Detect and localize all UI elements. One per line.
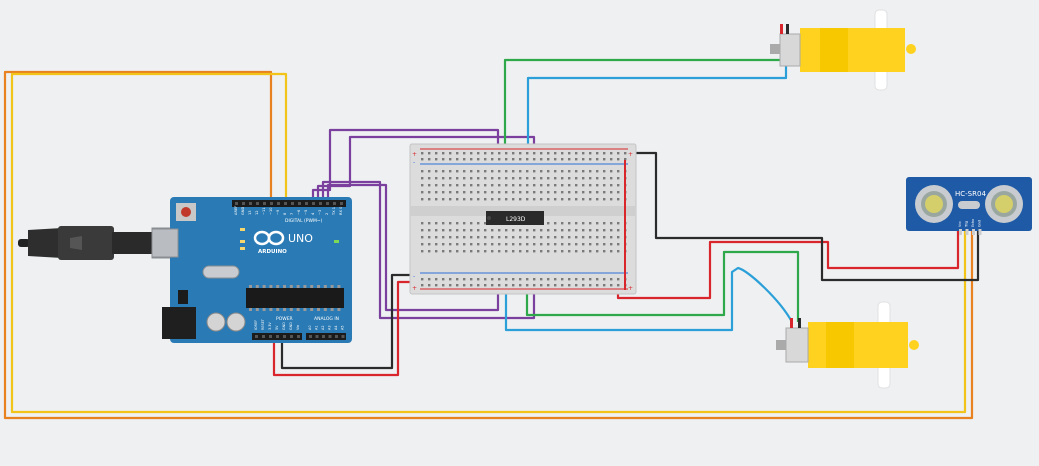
digital-header[interactable] — [232, 200, 346, 207]
power-pin-label: 5V — [275, 325, 279, 330]
transducer-right — [985, 185, 1023, 223]
analog-pin-label: A0 — [308, 326, 312, 330]
power-pin-label: 3.3V — [268, 322, 272, 330]
rail-minus-top: - — [413, 159, 415, 166]
digital-pin-label: ~5 — [304, 210, 308, 215]
digital-pin-label: TX 1 — [332, 207, 336, 216]
wire-yellow-trig[interactable] — [10, 72, 967, 414]
power-label: POWER — [276, 316, 293, 322]
digital-pin-label: 7 — [290, 213, 294, 215]
wire-black-gnd[interactable] — [280, 273, 420, 370]
rail-plus-bottom: + — [412, 285, 417, 292]
wire-blue-motor-top[interactable] — [526, 62, 788, 160]
power-pin-label: Vin — [296, 325, 300, 330]
wires — [3, 48, 980, 420]
digital-pin-label: ~9 — [276, 209, 280, 215]
wire-red-sensor-vcc[interactable] — [616, 230, 960, 300]
rail-plus-top: + — [412, 151, 417, 158]
icsp-header — [178, 290, 188, 304]
digital-pin-label: 8 — [283, 212, 287, 215]
digital-pin-label: RX 0 — [339, 206, 343, 215]
digital-pin-label: ~11 — [262, 207, 266, 215]
digital-pin-label: AREF — [234, 206, 238, 215]
power-jack — [162, 307, 196, 339]
capacitor-2 — [226, 312, 246, 332]
crystal — [202, 265, 240, 279]
arduino-logo — [253, 230, 285, 246]
digital-label: DIGITAL (PWM~) — [285, 218, 323, 224]
analog-pin-label: A2 — [321, 326, 325, 330]
sensor-pin-label: Trig — [965, 221, 969, 228]
power-pin-label: GND — [289, 322, 293, 330]
wire-orange-echo[interactable] — [3, 70, 974, 420]
wire-green-motor-bottom[interactable] — [525, 250, 800, 322]
digital-pin-label: 4 — [311, 212, 315, 215]
digital-pin-label: ~6 — [297, 209, 301, 215]
wire-green-motor-top[interactable] — [503, 48, 784, 160]
sensor-label: HC-SR04 — [955, 190, 986, 198]
power-pin-label: RESET — [261, 318, 265, 330]
usb-jack — [151, 228, 179, 258]
power-pin-label: GND — [282, 322, 286, 330]
wire-purple-1[interactable] — [311, 128, 500, 205]
rail-plus-bottom-right: + — [628, 285, 633, 292]
wire-purple-3[interactable] — [321, 180, 536, 320]
power-pin-label: IOREF — [254, 320, 258, 330]
rail-plus-top-right: + — [628, 151, 633, 158]
wire-purple-4[interactable] — [326, 183, 500, 312]
breadboard-holes — [421, 152, 627, 287]
wire-black-sensor-gnd[interactable] — [625, 151, 980, 282]
digital-pin-label: ~3 — [318, 210, 322, 215]
digital-pin-label: GND — [241, 207, 245, 215]
analog-header[interactable] — [306, 333, 346, 340]
analog-pin-label: A1 — [315, 326, 319, 330]
sensor-crystal — [958, 201, 980, 209]
rail-minus-bottom: - — [413, 273, 415, 280]
wire-purple-2[interactable] — [316, 135, 536, 205]
dc-motor-bottom[interactable] — [776, 301, 919, 389]
digital-pin-label: ~10 — [269, 207, 273, 215]
l293d-driver-ic[interactable]: L293D — [486, 211, 544, 225]
analog-label: ANALOG IN — [314, 316, 339, 322]
wire-blue-motor-bottom[interactable] — [504, 262, 793, 332]
led-rx — [240, 247, 245, 250]
atmega-chip — [246, 288, 344, 308]
sensor-pin-label: Vcc — [958, 221, 962, 227]
board-model: UNO — [288, 232, 313, 245]
led-l — [240, 228, 245, 231]
analog-pin-label: A4 — [334, 326, 338, 330]
board-brand: ARDUINO — [258, 249, 287, 255]
led-on — [334, 240, 339, 243]
analog-pin-label: A5 — [341, 326, 345, 330]
dc-motor-top[interactable] — [770, 9, 916, 91]
sensor-pin-label: Gnd — [978, 220, 982, 227]
digital-pin-label: 2 — [325, 213, 329, 215]
digital-pin-label: 12 — [255, 210, 259, 215]
transducer-left — [915, 185, 953, 223]
sensor-pin-label: Echo — [971, 219, 975, 227]
led-tx — [240, 240, 245, 243]
wire-red-5v[interactable] — [272, 280, 420, 377]
capacitor-1 — [206, 312, 226, 332]
digital-pin-label: 13 — [248, 210, 252, 215]
analog-pin-label: A3 — [328, 326, 332, 330]
ic-label: L293D — [506, 216, 526, 223]
